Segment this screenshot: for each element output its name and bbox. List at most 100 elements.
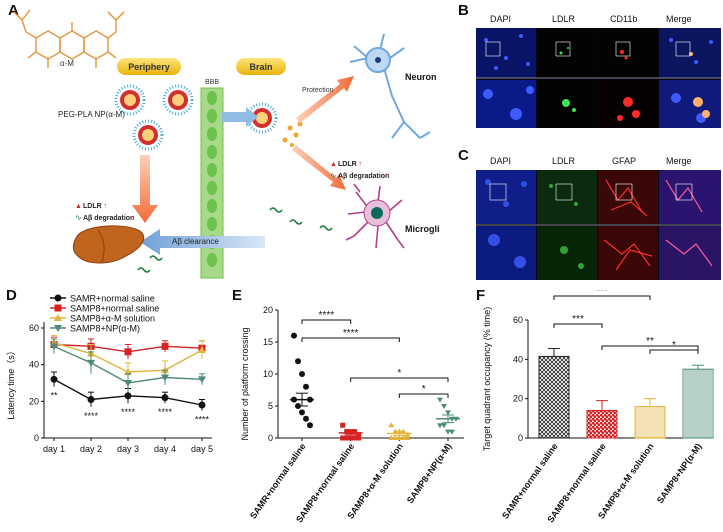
alpha-m-label: α-M xyxy=(60,59,74,68)
sig-label-1: **** xyxy=(343,328,359,339)
released-drug-dots xyxy=(282,121,303,147)
point-3-6 xyxy=(441,423,447,429)
legend-label-0: SAMR+normal saline xyxy=(70,294,155,304)
point-0-2 xyxy=(299,371,305,377)
arrow-to-microglia xyxy=(292,145,346,190)
abeta-label-brain: Aβ degradation xyxy=(338,173,389,180)
up-arrow-liver: ↑ xyxy=(103,201,107,210)
point-3-2 xyxy=(445,410,451,416)
data-point-2-2 xyxy=(124,368,132,375)
ldlr-label-brain: LDLR xyxy=(338,161,357,168)
arrow-abeta-clearance xyxy=(140,229,265,255)
panel-label-b: B xyxy=(458,2,469,19)
significance-3: **** xyxy=(158,407,173,417)
panel-label-d: D xyxy=(6,287,17,304)
data-point-3-2 xyxy=(124,380,132,387)
point-1-3 xyxy=(352,429,358,435)
arrow-to-brain xyxy=(222,107,258,127)
point-3-8 xyxy=(449,429,455,435)
bbb-label: BBB xyxy=(205,79,219,86)
x-tick-label-3: SAMP8+NP(α-M) xyxy=(655,441,704,505)
up-arrow-liver-2: ↑ xyxy=(131,213,135,222)
data-point-3-3 xyxy=(161,374,169,382)
neuron-cell xyxy=(349,33,431,139)
y-tick-label-0: 0 xyxy=(34,433,39,443)
point-3-0 xyxy=(437,397,443,403)
sig-label-1: *** xyxy=(572,314,584,325)
y-tick-label-1: 20 xyxy=(29,396,39,406)
abeta-squiggle-icon: ∿ xyxy=(330,171,337,180)
point-2-6 xyxy=(392,435,399,440)
y-axis-label: Number of platform crossing xyxy=(240,327,250,440)
x-tick-label-2: day 3 xyxy=(117,444,139,454)
panel-label-a: A xyxy=(8,2,19,19)
sig-bracket-3 xyxy=(649,349,699,354)
point-1-6 xyxy=(344,435,350,441)
data-point-2-4 xyxy=(198,346,206,353)
micrograph-b xyxy=(476,28,721,128)
data-point-1-3 xyxy=(161,342,169,350)
nanoparticle-label: PEG-PLA NP(α-M) xyxy=(58,110,125,119)
bar-3 xyxy=(682,368,714,439)
micrograph-c-image xyxy=(476,170,721,280)
x-tick-label-0: SAMR+normal saline xyxy=(500,441,560,520)
significance-0: ** xyxy=(50,391,58,401)
y-tick-label-3: 60 xyxy=(513,315,523,325)
data-point-0-4 xyxy=(198,401,206,409)
significance-1: **** xyxy=(84,411,99,421)
ldlr-marker-icon: ▲ xyxy=(330,161,337,168)
data-point-3-4 xyxy=(198,376,206,384)
bar-0 xyxy=(538,355,570,439)
y-tick-label-1: 20 xyxy=(513,394,523,404)
micrograph-c-label-4: Merge xyxy=(666,156,692,166)
up-arrow-brain: ↑ xyxy=(358,159,362,168)
micrograph-c-label-2: LDLR xyxy=(552,156,576,166)
legend-marker-0 xyxy=(54,294,62,302)
legend-marker-2 xyxy=(54,314,62,321)
sig-bracket-2 xyxy=(601,345,699,350)
micrograph-c xyxy=(476,170,721,280)
y-tick-label-0: 0 xyxy=(518,433,523,443)
x-tick-label-2: SAMP8+α-M solution xyxy=(345,441,405,520)
arrow-protection xyxy=(296,76,354,123)
sig-label-3: * xyxy=(422,384,426,395)
y-tick-label-2: 10 xyxy=(263,369,273,379)
microglia-cell xyxy=(345,183,405,249)
microglia-label: Microglia xyxy=(405,224,440,234)
point-2-0 xyxy=(388,422,395,428)
point-0-8 xyxy=(303,415,309,422)
data-point-1-2 xyxy=(124,348,132,356)
data-point-3-1 xyxy=(87,359,95,367)
panel-label-c: C xyxy=(458,147,469,164)
data-point-2-3 xyxy=(161,366,169,374)
point-1-1 xyxy=(344,429,350,435)
y-axis-label: Latency time（s） xyxy=(6,346,16,420)
panel-label-f: F xyxy=(476,287,486,304)
y-tick-label-1: 5 xyxy=(268,401,273,411)
sig-bracket-1 xyxy=(553,323,603,328)
nanoparticles xyxy=(114,84,278,151)
data-point-0-3 xyxy=(161,394,169,402)
x-tick-label-0: SAMR+normal saline xyxy=(248,441,308,520)
point-1-0 xyxy=(340,422,346,428)
sig-label-0: *** xyxy=(596,290,608,297)
point-3-5 xyxy=(437,423,443,429)
point-2-4 xyxy=(404,431,411,437)
protection-label: Protection xyxy=(302,87,334,94)
legend-label-3: SAMP8+NP(α-M) xyxy=(70,324,140,334)
y-tick-label-3: 60 xyxy=(29,323,39,333)
micrograph-b-image xyxy=(476,28,721,128)
sig-bracket-0 xyxy=(301,319,352,324)
micrograph-b-label-3: CD11b xyxy=(610,14,638,24)
x-tick-label-4: day 5 xyxy=(191,444,213,454)
significance-4: **** xyxy=(195,415,210,425)
x-tick-label-3: day 4 xyxy=(154,444,176,454)
bbb-cells xyxy=(207,91,217,267)
point-0-3 xyxy=(303,383,309,390)
periphery-label: Periphery xyxy=(128,62,170,72)
sig-bracket-2 xyxy=(350,377,449,382)
panel-label-e: E xyxy=(232,287,243,304)
data-point-3-0 xyxy=(50,343,58,351)
point-3-7 xyxy=(445,429,451,435)
sig-bracket-1 xyxy=(301,337,400,342)
